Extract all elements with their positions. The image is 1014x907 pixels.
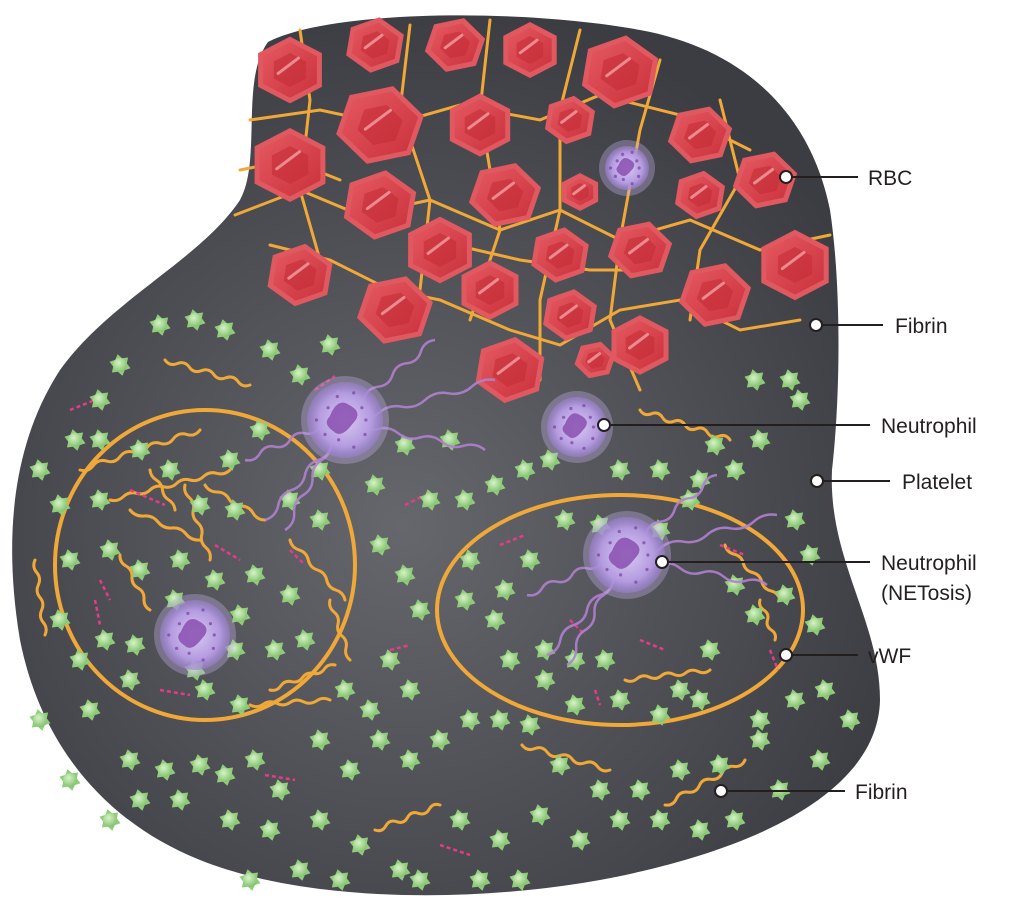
- label-fibrin-bottom: Fibrin: [855, 781, 908, 804]
- netosis-callout-dot: [656, 556, 668, 568]
- rbc-cell: [548, 99, 593, 142]
- rbc-cell: [411, 219, 470, 280]
- rbc-cell: [764, 233, 826, 298]
- label-rbc: RBC: [868, 167, 912, 190]
- rbc-cell: [270, 247, 330, 304]
- rbc-callout-dot: [780, 171, 792, 183]
- rbc-cell: [564, 176, 595, 208]
- rbc-cell: [349, 20, 401, 70]
- fibrin-top-callout-dot: [810, 319, 822, 331]
- platelet: [60, 769, 81, 790]
- rbc-cell: [614, 318, 666, 372]
- label-vwf: vWF: [868, 645, 911, 668]
- label-netosis-line1: Neutrophil: [881, 552, 977, 575]
- neutrophil: [599, 140, 655, 196]
- label-fibrin-top: Fibrin: [895, 315, 948, 338]
- rbc-cell: [577, 345, 612, 376]
- vwf-callout-dot: [780, 649, 792, 661]
- neutrophil: [154, 594, 236, 676]
- label-platelet: Platelet: [902, 471, 972, 494]
- rbc-cell: [506, 25, 554, 75]
- rbc-cell: [452, 96, 507, 154]
- rbc-cell: [257, 131, 323, 199]
- neutrophil-callout-dot: [598, 419, 610, 431]
- fibrin-bottom-callout-dot: [715, 785, 727, 797]
- rbc-cell: [428, 21, 483, 69]
- platelet-callout-dot: [811, 475, 823, 487]
- platelet: [100, 809, 121, 830]
- rbc-cell: [678, 174, 723, 217]
- label-neutrophil: Neutrophil: [881, 415, 977, 438]
- rbc-cell: [534, 230, 586, 280]
- label-netosis-line2: (NETosis): [881, 582, 972, 605]
- rbc-cell: [464, 263, 516, 317]
- rbc-cell: [261, 39, 320, 100]
- rbc-cell: [546, 292, 594, 338]
